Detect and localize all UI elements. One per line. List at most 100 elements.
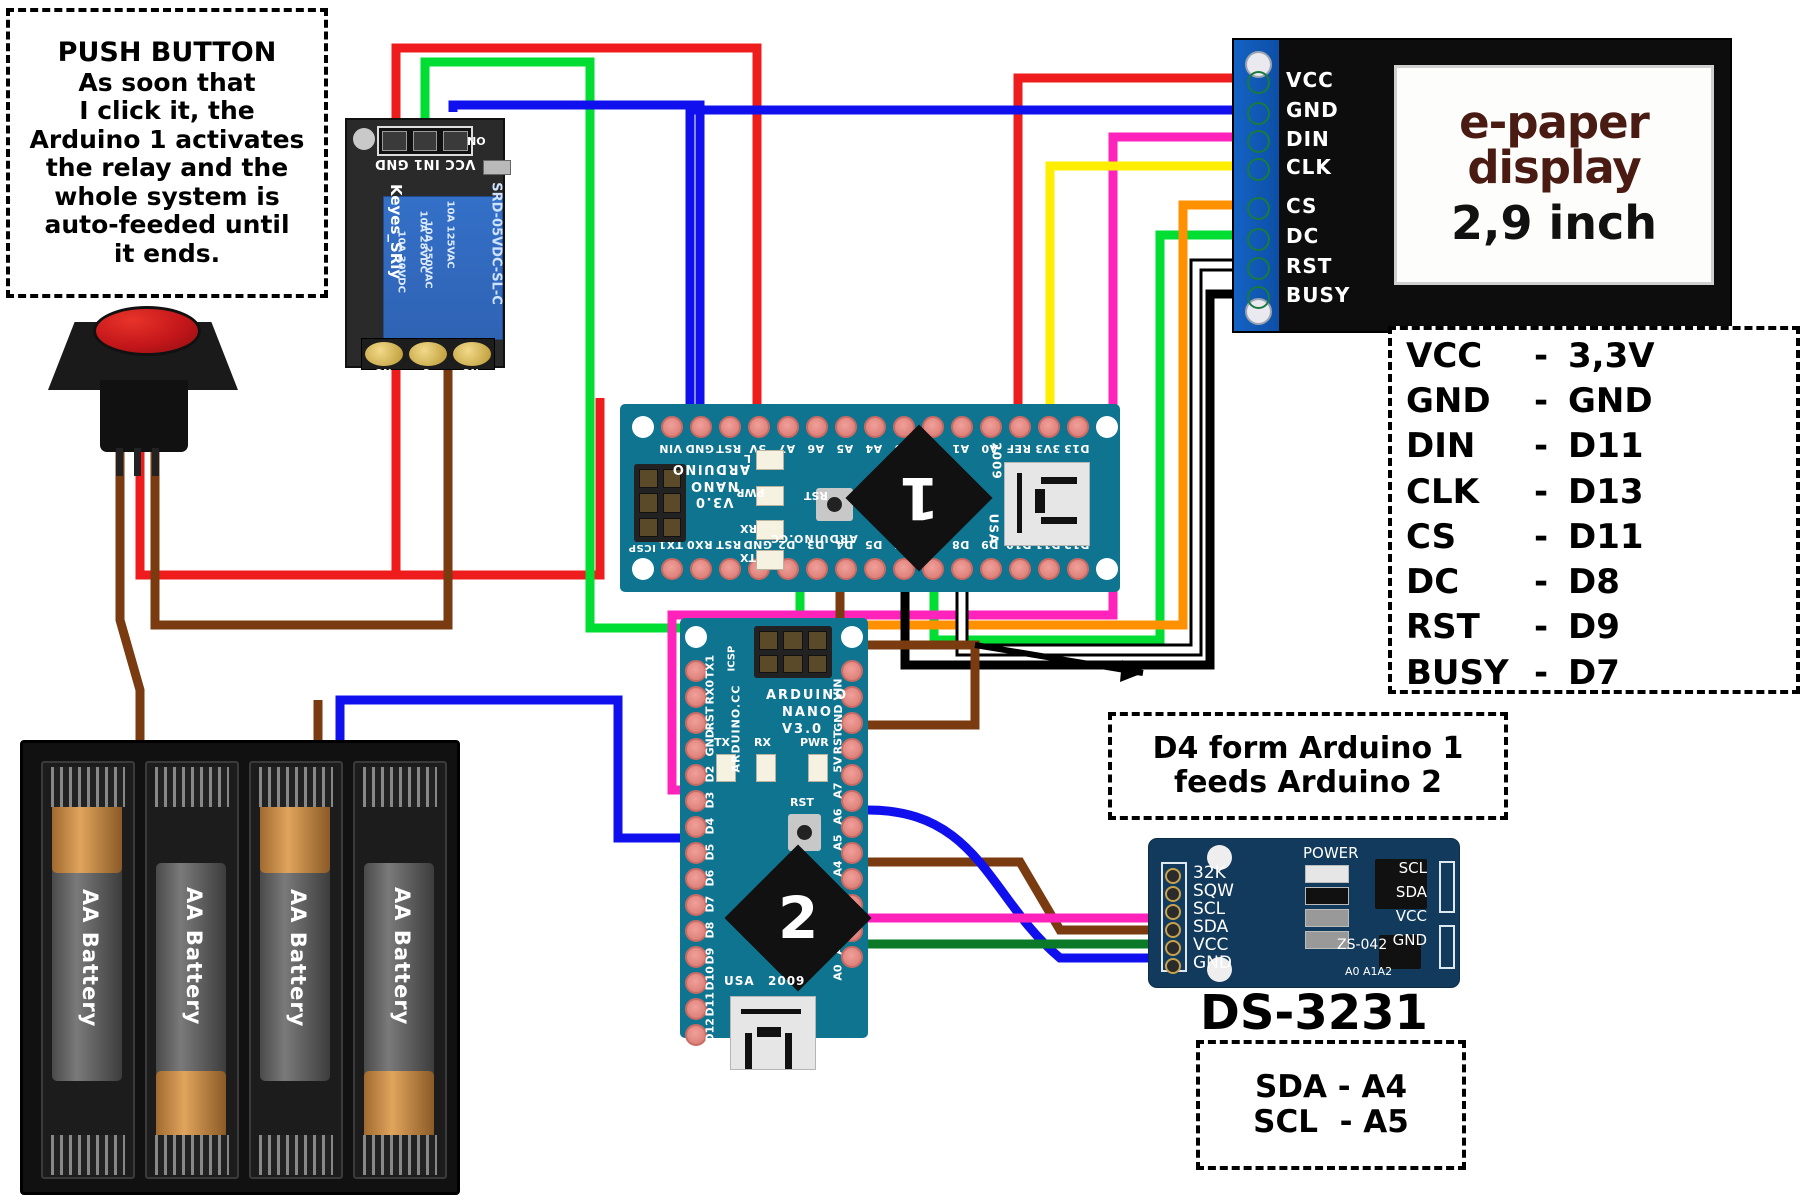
nano2-pin-d8[interactable] bbox=[685, 920, 707, 942]
nano1-pin-d8[interactable] bbox=[951, 558, 973, 580]
push-button[interactable] bbox=[38, 300, 248, 476]
nano2-pin-d12[interactable] bbox=[685, 1024, 707, 1046]
epd-pin-pad[interactable] bbox=[1247, 286, 1270, 309]
nano2-pin-a7[interactable] bbox=[841, 764, 863, 786]
epd-pin-pad[interactable] bbox=[1247, 102, 1270, 125]
nano2-pin-tx1[interactable] bbox=[685, 660, 707, 682]
nano2-pin-a4[interactable] bbox=[841, 842, 863, 864]
nano2-pin-d10[interactable] bbox=[685, 972, 707, 994]
relay-terminal-labels: NC C NO bbox=[361, 366, 493, 377]
nano1-label-d5: D5 bbox=[864, 538, 883, 551]
nano1-pin-a6[interactable] bbox=[806, 416, 828, 438]
rtc-pin-sda[interactable] bbox=[1165, 922, 1181, 938]
nano2-pin-d2[interactable] bbox=[685, 764, 707, 786]
epd-pin-pad[interactable] bbox=[1247, 71, 1270, 94]
nano1-pin-a7[interactable] bbox=[777, 416, 799, 438]
nano2-pin-rst-r[interactable] bbox=[841, 712, 863, 734]
rtc-label-sda: SDA bbox=[1193, 917, 1229, 937]
nano2-pin-d6[interactable] bbox=[685, 868, 707, 890]
nano1-pin-d13[interactable] bbox=[1067, 416, 1089, 438]
nano2-pin-a3[interactable] bbox=[841, 868, 863, 890]
nano1-pin-d9[interactable] bbox=[980, 558, 1002, 580]
note-line: auto-feeded until bbox=[44, 210, 290, 240]
rtc-label-32k: 32K bbox=[1193, 863, 1226, 883]
nano1-pin-a1[interactable] bbox=[951, 416, 973, 438]
legend-pin: RST bbox=[1406, 607, 1480, 648]
nano2-pin-d4[interactable] bbox=[685, 816, 707, 838]
nano2-pin-gnd[interactable] bbox=[685, 738, 707, 760]
epd-pin-label-cs: CS bbox=[1286, 194, 1318, 218]
nano2-label-a7: A7 bbox=[831, 782, 845, 799]
nano1-pin-d5[interactable] bbox=[864, 558, 886, 580]
terminal-label: C bbox=[423, 366, 431, 377]
nano1-pin-d4[interactable] bbox=[835, 558, 857, 580]
rtc-pin-gnd[interactable] bbox=[1165, 958, 1181, 974]
nano2-pin-d11[interactable] bbox=[685, 998, 707, 1020]
nano2-pin-d3[interactable] bbox=[685, 790, 707, 812]
epd-pin-pad[interactable] bbox=[1247, 158, 1270, 181]
rtc-pin-scl[interactable] bbox=[1165, 904, 1181, 920]
nano1-pin-vin[interactable] bbox=[661, 416, 683, 438]
relay-coil-body bbox=[383, 196, 503, 340]
nano1-rst-label: RST bbox=[804, 489, 828, 502]
nano1-pin-a4[interactable] bbox=[864, 416, 886, 438]
nano2-pin-a0[interactable] bbox=[841, 946, 863, 968]
relay-header-labels: VCC IN1 GND bbox=[374, 156, 476, 171]
terminal-label: NO bbox=[374, 366, 392, 377]
battery-slot: AA Battery bbox=[145, 761, 239, 1179]
nano2-pin-d7[interactable] bbox=[685, 894, 707, 916]
epd-pin-pad[interactable] bbox=[1247, 197, 1270, 220]
relay-on-led-label: ON bbox=[467, 134, 486, 147]
push-button-cap[interactable] bbox=[93, 306, 201, 356]
nano2-usb-connector[interactable] bbox=[730, 996, 816, 1070]
rtc-label-scl: SCL bbox=[1193, 899, 1226, 919]
nano2-pin-a5[interactable] bbox=[841, 816, 863, 838]
nano1-pin-a5[interactable] bbox=[835, 416, 857, 438]
rtc-pin-32k[interactable] bbox=[1165, 868, 1181, 884]
nano1-pin-rst[interactable] bbox=[719, 416, 741, 438]
epd-pin-pad[interactable] bbox=[1247, 130, 1270, 153]
nano2-reset-button[interactable] bbox=[788, 814, 821, 851]
nano1-reset-button[interactable] bbox=[816, 488, 853, 521]
rtc-right-label-scl: SCL bbox=[1398, 859, 1427, 877]
nano1-pin-d7[interactable] bbox=[922, 558, 944, 580]
note-line: Arduino 1 activates bbox=[29, 124, 305, 154]
nano1-pin-d11[interactable] bbox=[1038, 558, 1060, 580]
nano1-label-3v3: 3V3 bbox=[1034, 442, 1061, 455]
nano1-pin-d6[interactable] bbox=[893, 558, 915, 580]
nano1-pin-d12[interactable] bbox=[1067, 558, 1089, 580]
nano2-pin-5v[interactable] bbox=[841, 738, 863, 760]
nano1-pin-d3[interactable] bbox=[806, 558, 828, 580]
epd-pin-pad[interactable] bbox=[1247, 257, 1270, 280]
nano1-pin-rx0[interactable] bbox=[690, 558, 712, 580]
nano1-pin-3v3[interactable] bbox=[1038, 416, 1060, 438]
battery-holder: AA Battery AA Battery AA Battery AA bbox=[20, 740, 460, 1195]
nano1-usb-connector[interactable] bbox=[1004, 462, 1090, 546]
nano2-pin-d5[interactable] bbox=[685, 842, 707, 864]
nano1-label-ref: REF bbox=[1006, 442, 1031, 455]
nano2-pin-rx0[interactable] bbox=[685, 686, 707, 708]
nano1-pin-gnd[interactable] bbox=[690, 416, 712, 438]
rtc-label-sqw: SQW bbox=[1193, 881, 1234, 901]
nano2-pin-d9[interactable] bbox=[685, 946, 707, 968]
nano1-mount-hole bbox=[632, 416, 654, 438]
nano2-label-d2: D2 bbox=[703, 765, 717, 783]
epd-pin-pad[interactable] bbox=[1247, 228, 1270, 251]
nano1-pin-5v[interactable] bbox=[748, 416, 770, 438]
nano2-pin-a6[interactable] bbox=[841, 790, 863, 812]
battery-slot: AA Battery bbox=[249, 761, 343, 1179]
nano1-pin-rst-b[interactable] bbox=[719, 558, 741, 580]
battery-spring bbox=[259, 767, 333, 807]
nano1-pin-tx1[interactable] bbox=[661, 558, 683, 580]
nano1-pin-a0[interactable] bbox=[980, 416, 1002, 438]
rtc-pin-sqw[interactable] bbox=[1165, 886, 1181, 902]
nano2-pin-rst[interactable] bbox=[685, 712, 707, 734]
nano1-pin-ref[interactable] bbox=[1009, 416, 1031, 438]
rtc-pin-vcc[interactable] bbox=[1165, 940, 1181, 956]
nano1-icsp-label: ICSP bbox=[628, 542, 656, 553]
legend-pin: CS bbox=[1406, 516, 1457, 557]
nano1-pin-d10[interactable] bbox=[1009, 558, 1031, 580]
nano2-pin-vin[interactable] bbox=[841, 660, 863, 682]
nano2-pin-gnd-r[interactable] bbox=[841, 686, 863, 708]
nano2-cc-label: ARDUINO.CC bbox=[729, 684, 743, 773]
